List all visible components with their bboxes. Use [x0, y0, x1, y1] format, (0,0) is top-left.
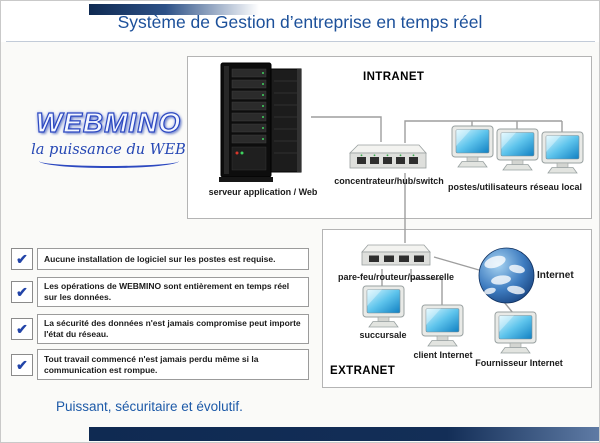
logo: WEBMINO la puissance du WEB — [26, 106, 191, 168]
internet-label: Internet — [537, 270, 574, 281]
header-divider — [6, 41, 595, 42]
workstations-label: postes/utilisateurs réseau local — [447, 182, 583, 192]
internet-globe-icon — [478, 247, 535, 304]
router-icon — [358, 243, 434, 269]
feature-text: La sécurité des données n'est jamais com… — [37, 314, 309, 344]
hub-switch-icon — [345, 143, 431, 173]
provider-monitor-icon — [493, 311, 538, 355]
client-label: client Internet — [413, 350, 473, 360]
provider-label: Fournisseur Internet — [475, 358, 563, 368]
footer-tagline: Puissant, sécuritaire et évolutif. — [56, 399, 243, 414]
logo-tagline: la puissance du WEB — [31, 142, 186, 158]
extranet-label: EXTRANET — [330, 365, 396, 377]
footer-bar — [89, 427, 599, 441]
checkmark-icon: ✔ — [11, 318, 33, 340]
checkmark-icon: ✔ — [11, 353, 33, 376]
feature-text: Tout travail commencé n'est jamais perdu… — [37, 349, 309, 380]
client-monitor-icon — [420, 304, 465, 348]
branch-label: succursale — [359, 330, 407, 340]
feature-text: Aucune installation de logiciel sur les … — [37, 248, 309, 270]
workstation-icon-1 — [450, 125, 495, 169]
workstation-icon-2 — [495, 128, 540, 172]
server-icon — [213, 61, 313, 185]
feature-item: ✔ Tout travail commencé n'est jamais per… — [11, 349, 309, 380]
feature-item: ✔ La sécurité des données n'est jamais c… — [11, 314, 309, 344]
feature-text: Les opérations de WEBMINO sont entièreme… — [37, 277, 309, 307]
logo-underline — [38, 159, 179, 168]
checkmark-icon: ✔ — [11, 248, 33, 270]
header-accent-bar — [89, 4, 259, 15]
hub-label: concentrateur/hub/switch — [334, 176, 444, 186]
page-title: Système de Gestion d’entreprise en temps… — [117, 12, 483, 32]
checkmark-icon: ✔ — [11, 281, 33, 303]
feature-item: ✔ Aucune installation de logiciel sur le… — [11, 248, 309, 270]
branch-monitor-icon — [361, 285, 406, 329]
feature-item: ✔ Les opérations de WEBMINO sont entière… — [11, 277, 309, 307]
workstation-icon-3 — [540, 131, 585, 175]
server-label: serveur application / Web — [208, 187, 318, 197]
intranet-label: INTRANET — [363, 71, 425, 83]
router-label: pare-feu/routeur/passerelle — [337, 272, 455, 282]
logo-text: WEBMINO — [35, 106, 182, 138]
